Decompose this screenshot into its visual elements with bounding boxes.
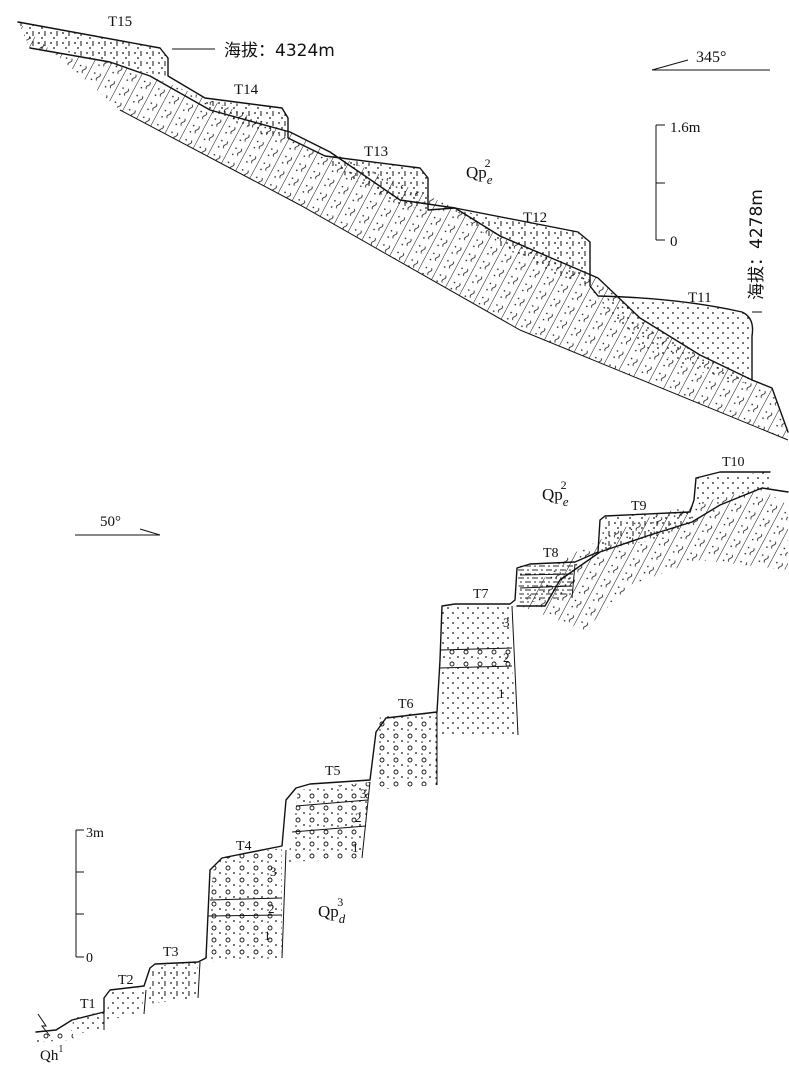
elevation-top-label: 海拔：4324m [224,41,335,61]
t7-layer-2-number: 2 [503,650,510,665]
svg-text:0: 0 [86,951,93,966]
upper-formation-label: Qpe2 [466,156,493,187]
svg-text:3m: 3m [86,826,104,841]
lower-formation-upper-label: Qpe2 [542,478,569,509]
lower-surface-line [35,471,771,1033]
t4-layer-1-number: 1 [264,928,271,943]
t4-layer-2 [208,898,282,916]
t10-deposit [695,472,770,505]
t7-layer-3 [440,604,512,650]
lower-profile: T10 T9 T8 T7 T6 T5 T4 T3 T2 T1 3 2 1 3 2… [35,455,789,1064]
upper-direction-arrow: 345° [651,49,770,71]
upper-profile: T15 T14 T13 T12 T11 海拔：4324m 海拔：4278m Qp… [17,14,789,441]
lower-formation-lower-label: Qpd3 [318,895,346,926]
t15-label: T15 [108,14,132,30]
upper-bedrock-contact [29,47,753,381]
t8-label: T8 [543,546,559,561]
t7-layer-1-number: 1 [498,686,505,701]
t7-label: T7 [473,587,489,602]
t4-layer-3 [210,848,282,900]
t14-deposit [205,100,288,138]
elevation-bottom-label: 海拔：4278m [747,189,767,300]
t4-layer-3-number: 3 [270,864,277,879]
svg-text:345°: 345° [696,49,726,66]
t2-label: T2 [118,973,134,988]
svg-text:50°: 50° [100,514,121,530]
lower-bedrock [520,488,788,630]
t2-deposit [106,988,144,1020]
t5-layer-1-number: 1 [352,840,359,855]
t6-label: T6 [398,697,414,712]
t7-layer-2 [440,648,512,668]
t4-label: T4 [236,839,252,854]
t11-deposit [598,298,753,385]
t5-label: T5 [325,764,341,779]
t13-label: T13 [364,144,388,160]
t5-layer-2-number: 2 [355,810,362,825]
lower-risers [103,563,576,1030]
lower-layer-boundaries [207,573,573,917]
t10-label: T10 [722,455,745,470]
lower-scale-bar: 3m 0 [75,826,104,966]
upper-lower-boundary [119,109,789,441]
t4-layer-1 [206,915,282,962]
svg-text:1.6m: 1.6m [670,120,701,136]
t1-label: T1 [80,997,96,1012]
t9-label: T9 [631,499,647,514]
river-formation-label: Qh1 [40,1044,63,1064]
t5-layer-1 [288,826,366,862]
t15-deposit [18,22,168,76]
upper-scale-bar: 1.6m 0 [655,120,701,250]
t12-label: T12 [523,210,547,226]
riverbed-deposit [36,1030,74,1042]
t11-label: T11 [688,290,712,306]
t14-label: T14 [234,82,259,98]
t5-layer-3 [296,782,370,806]
t7-layer-1 [440,666,518,735]
lower-direction-arrow: 50° [75,514,161,536]
upper-surface-line [17,21,789,433]
t3-label: T3 [163,945,179,960]
svg-text:0: 0 [670,234,678,250]
t4-layer-2-number: 2 [268,901,275,916]
t3-deposit [148,962,198,1004]
t7-layer-3-number: 3 [503,615,510,630]
t9-deposit [600,512,692,552]
t6-deposit [375,712,437,790]
river-water-icon [37,1013,51,1037]
t5-layer-3-number: 3 [360,786,367,801]
t5-layer-2 [292,800,368,832]
upper-bedrock [18,22,788,440]
lower-bedrock-contact [516,487,789,607]
